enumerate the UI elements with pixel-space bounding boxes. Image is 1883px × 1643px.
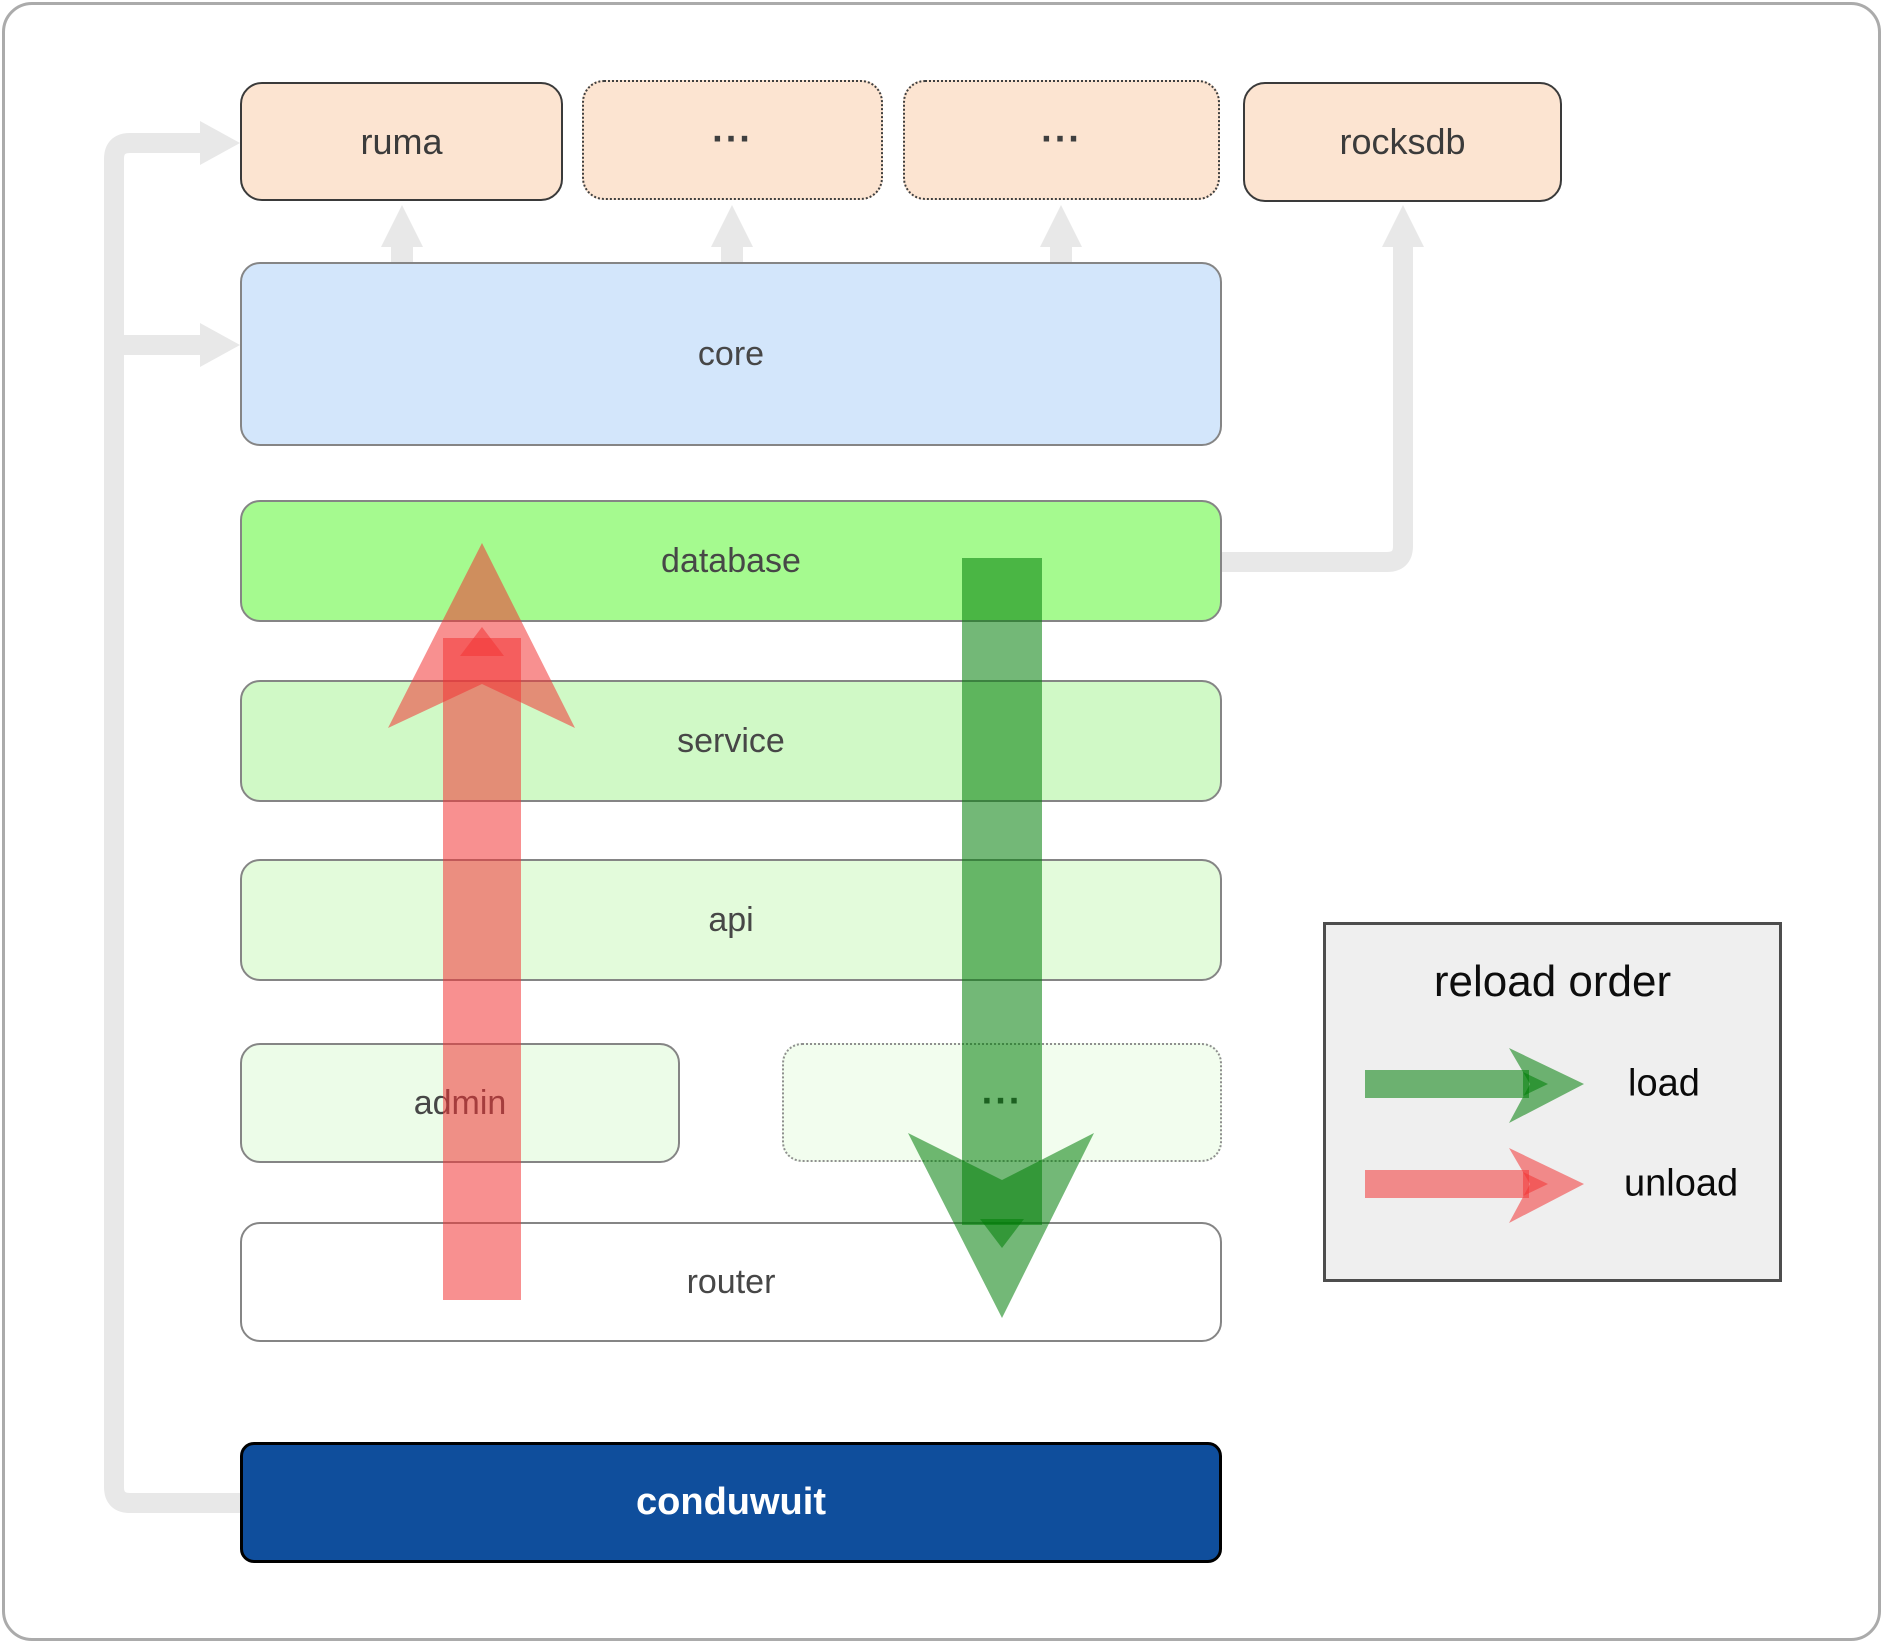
connector-left-line [104, 133, 243, 1513]
arrow-shaft [1050, 245, 1072, 264]
unload-arrow-up [388, 543, 575, 1300]
legend-load-arrow-icon [1365, 1048, 1584, 1123]
node-label: database [661, 541, 801, 580]
head [1509, 1048, 1584, 1123]
node-top-dots-2: ... [903, 80, 1220, 200]
connector-elbow [1222, 246, 1413, 572]
arrow-shaft [391, 245, 413, 264]
node-label: router [686, 1262, 776, 1301]
legend: reload order load unload [1323, 922, 1782, 1282]
load-arrow-inner-tip [980, 1219, 1024, 1248]
arrow-shaft [721, 245, 743, 264]
arrowhead-into-ruma [200, 121, 240, 165]
legend-unload-label: unload [1624, 1162, 1739, 1205]
shaft [1365, 1070, 1529, 1098]
node-label: ruma [360, 120, 443, 162]
shaft [1365, 1170, 1529, 1198]
inner-tip [1523, 1072, 1548, 1096]
inner-tip [1523, 1172, 1548, 1196]
node-label: ... [712, 107, 753, 150]
node-label: api [708, 900, 754, 939]
arrowhead-into-rocksdb [1382, 205, 1424, 247]
arrow-core-to-dots1 [711, 205, 753, 264]
node-router: router [240, 1222, 1222, 1342]
node-label: rocksdb [1339, 121, 1466, 162]
load-arrow-down [908, 558, 1094, 1318]
arrowhead [711, 205, 753, 247]
connector-conduwuit-to-ruma [104, 121, 243, 1513]
unload-arrow-shaft [443, 638, 521, 1300]
arrowhead [381, 205, 423, 247]
node-label: service [677, 721, 785, 760]
arrow-core-to-ruma [381, 205, 423, 264]
legend-title: reload order [1433, 957, 1672, 1006]
node-ruma: ruma [240, 82, 563, 201]
arrow-core-to-dots2 [1040, 205, 1082, 264]
node-conduwuit: conduwuit [240, 1442, 1222, 1563]
node-label: conduwuit [636, 1481, 826, 1523]
node-label: core [697, 334, 765, 373]
node-rocksdb: rocksdb [1243, 82, 1562, 202]
legend-arrows [1365, 1048, 1584, 1223]
unload-arrow-inner-tip [460, 627, 504, 656]
node-label: ... [1041, 107, 1082, 150]
head [1509, 1148, 1584, 1223]
connector-database-to-rocksdb [1222, 205, 1424, 572]
node-core: core [240, 262, 1222, 446]
node-database: database [240, 500, 1222, 622]
node-top-dots-1: ... [582, 80, 883, 200]
node-api: api [240, 859, 1222, 981]
arrowhead-into-core [200, 323, 240, 367]
arrowhead [1040, 205, 1082, 247]
load-arrow-shaft [962, 558, 1042, 1225]
legend-unload-arrow-icon [1365, 1148, 1584, 1223]
connector-branch-to-core [114, 323, 240, 367]
legend-load-label: load [1628, 1062, 1700, 1105]
